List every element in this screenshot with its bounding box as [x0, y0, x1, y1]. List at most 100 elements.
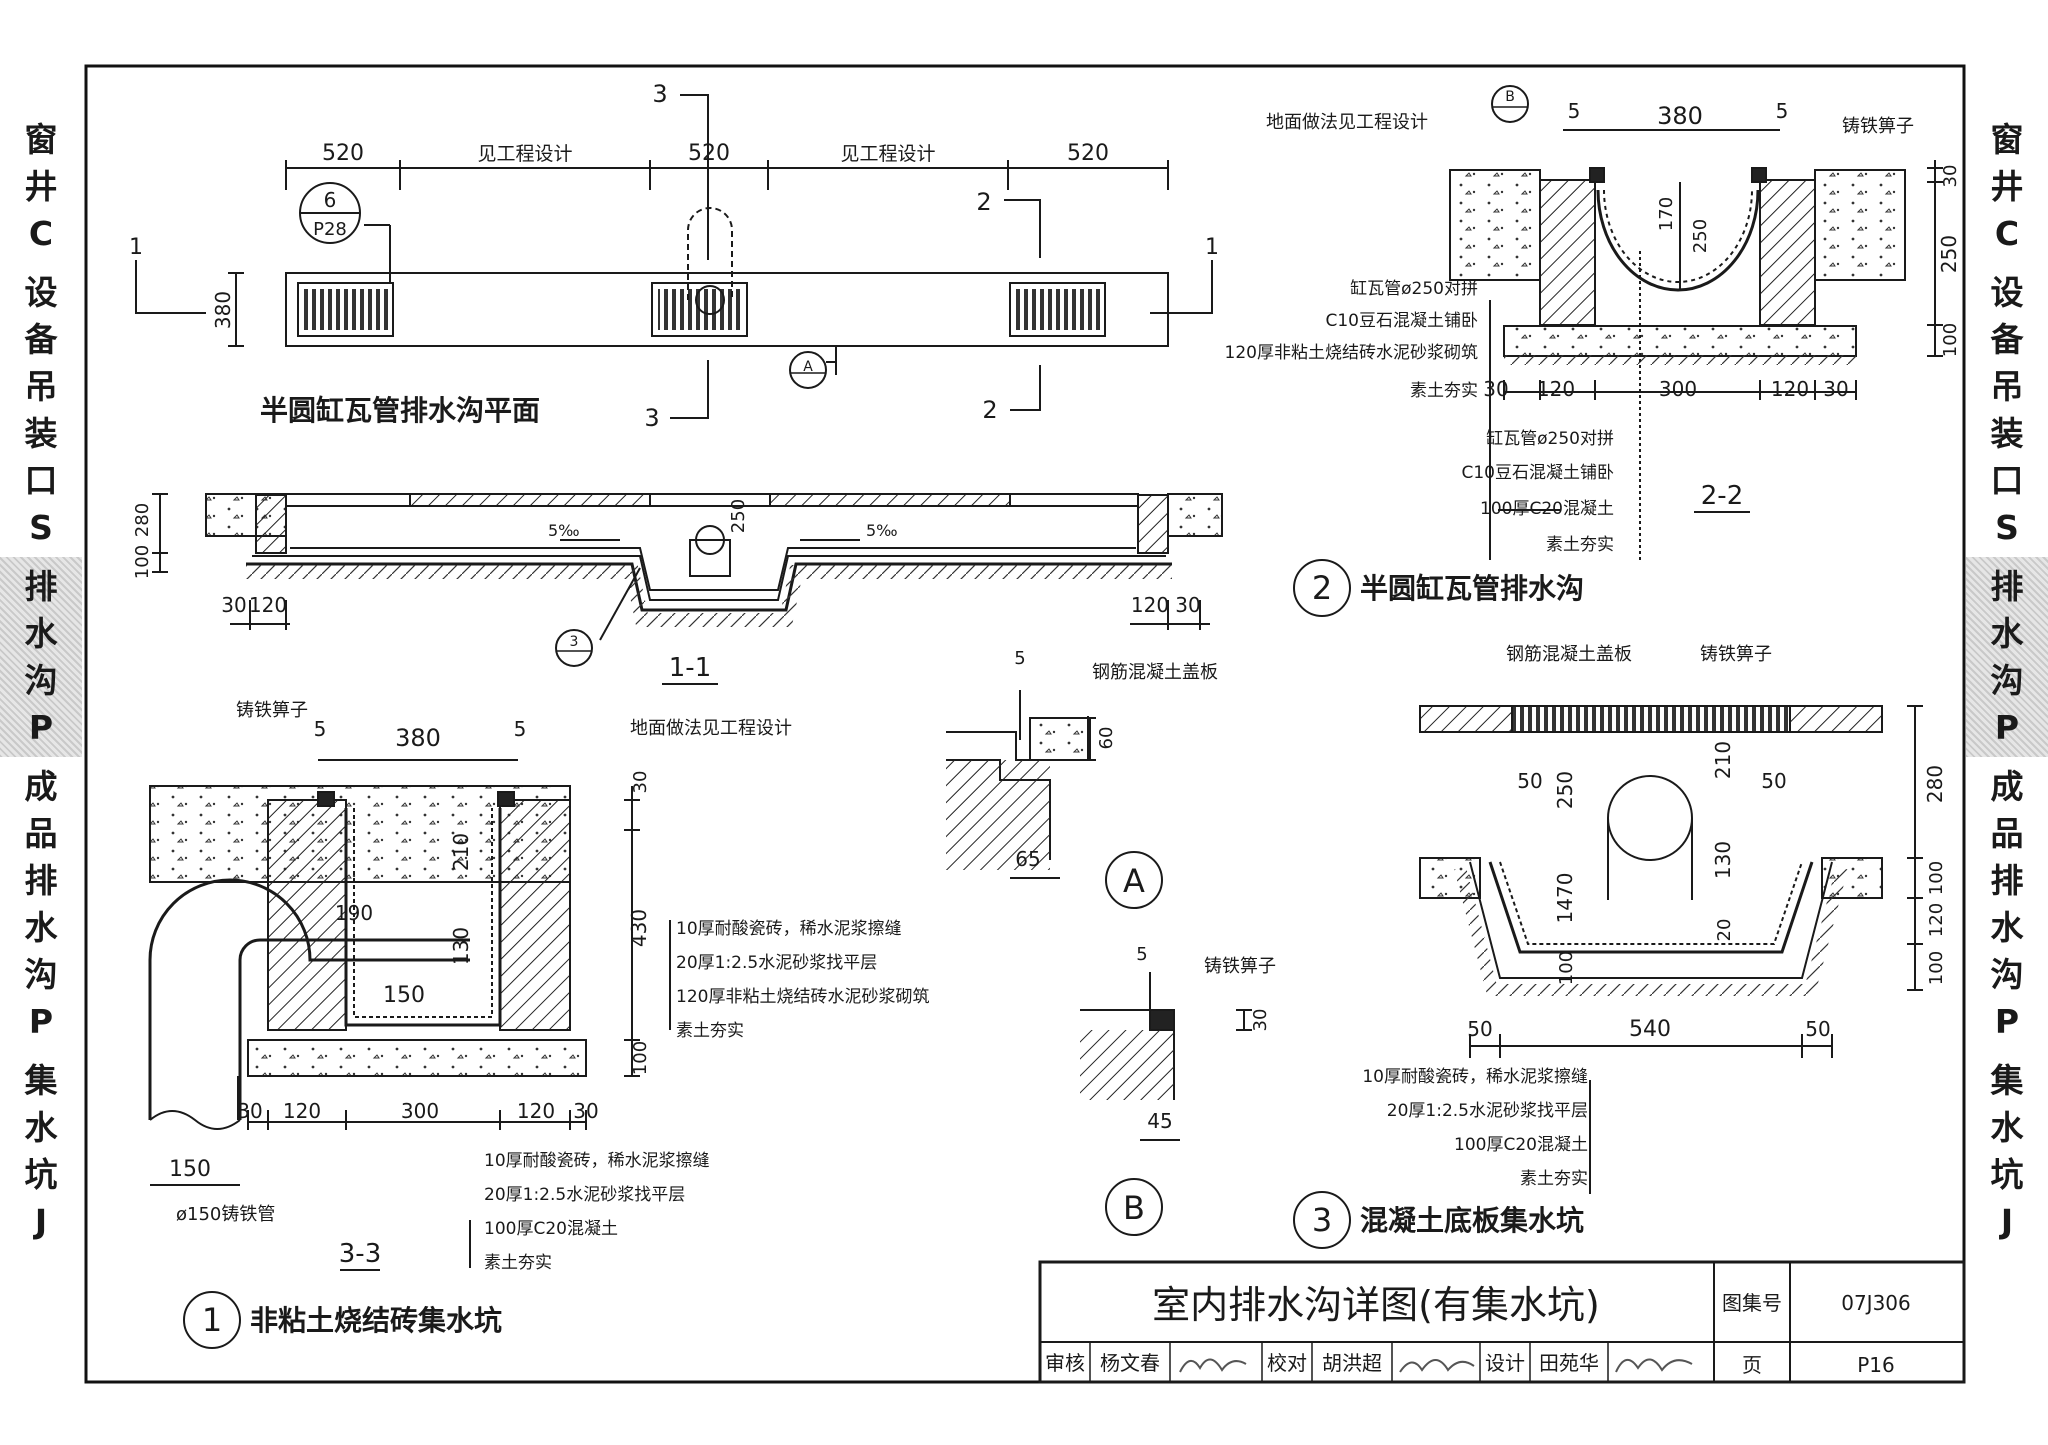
- sec22-label: 2-2: [1701, 481, 1743, 511]
- detail3-dim-130: 130: [1711, 841, 1735, 879]
- plan-dim-5: 520: [1067, 141, 1109, 166]
- detail3-note-3: 100厚C20混凝土: [1454, 1135, 1588, 1155]
- sec33-note-bottom-2: 20厚1:2.5水泥砂浆找平层: [484, 1185, 685, 1205]
- detail3-note-2: 20厚1:2.5水泥砂浆找平层: [1387, 1101, 1588, 1121]
- sidebar-char: 集: [24, 1061, 58, 1100]
- check-label: 校对: [1267, 1351, 1307, 1375]
- plan-dim-2: 见工程设计: [477, 143, 572, 165]
- sidebar-char: 设: [24, 273, 58, 312]
- sheet-frame: [84, 64, 1966, 1384]
- page-label: 页: [1742, 1353, 1762, 1377]
- plan-sec2-top: 2: [976, 188, 991, 216]
- section-1-1-callout: [555, 629, 593, 667]
- detail3-dim-bottom-2: 540: [1629, 1017, 1671, 1042]
- detail3-dim-280: 280: [1923, 765, 1947, 803]
- sec11-dim-280: 280: [132, 503, 153, 537]
- detail-a-bubble: [1105, 851, 1163, 909]
- sec33-note-right-1: 10厚耐酸瓷砖，稀水泥浆擦缝: [676, 919, 902, 939]
- detail-a-label: A: [1123, 862, 1145, 900]
- sec11-label: 1-1: [669, 653, 711, 683]
- detail3-dim-50-left: 50: [1517, 769, 1542, 793]
- sidebar-char: 水: [1990, 908, 2024, 947]
- detail3-title: 混凝土底板集水坑: [1360, 1204, 1584, 1237]
- sidebar-char: C: [1994, 214, 2020, 253]
- sec33-dim-210: 210: [449, 833, 473, 871]
- sec33-dim-bottom-4: 120: [517, 1099, 555, 1123]
- plan-callout-a: [789, 351, 827, 389]
- sidebar-char: 装: [24, 414, 58, 453]
- sidebar-char: 井: [24, 167, 58, 206]
- sec33-dim-30: 30: [630, 771, 651, 794]
- sec33-dim-380: 380: [395, 724, 441, 752]
- detail3-dim-250: 250: [1553, 771, 1577, 809]
- plan-ref-page: P28: [313, 219, 347, 240]
- sidebar-char: 装: [1990, 414, 2024, 453]
- section-3-3: [148, 759, 671, 1271]
- sec22-note-lower-4: 素土夯实: [1546, 535, 1614, 555]
- sec11-dim-100: 100: [132, 545, 153, 579]
- sidebar-char: 设: [1990, 273, 2024, 312]
- page-number: P16: [1857, 1353, 1895, 1377]
- sec22-note-upper-4: 素土夯实: [1410, 381, 1478, 401]
- sec11-dim-120-left: 120: [249, 593, 287, 617]
- sidebar-char: P: [1994, 1002, 2020, 1041]
- sec33-note-right-4: 素土夯实: [676, 1021, 744, 1041]
- sec22-dim-30: 30: [1940, 165, 1961, 188]
- check-signature: [1399, 1359, 1475, 1373]
- detail3-dim-100-left: 100: [1556, 951, 1577, 985]
- detail3-note-1: 10厚耐酸瓷砖，稀水泥浆擦缝: [1362, 1067, 1588, 1087]
- sidebar-char: 窗: [1990, 120, 2024, 159]
- sec22-note-lower-1: 缸瓦管ø250对拼: [1486, 428, 1614, 449]
- sidebar-char: 吊: [1990, 367, 2024, 406]
- section-2-2-callout-b: [1491, 85, 1529, 123]
- sec33-dim-bottom-5: 30: [573, 1099, 598, 1123]
- plan-ref-num: 6: [324, 188, 337, 212]
- sidebar-char: S: [29, 508, 53, 547]
- plan-dim-3: 520: [688, 141, 730, 166]
- sec33-pipe-dim: 150: [169, 1157, 211, 1182]
- detail3-grate-note: 铸铁箅子: [1700, 644, 1772, 665]
- sec33-note-right-3: 120厚非粘土烧结砖水泥砂浆砌筑: [676, 987, 929, 1007]
- sec33-dim-5-right: 5: [514, 717, 527, 741]
- sec11-dim-30-right: 30: [1175, 593, 1200, 617]
- sidebar-char: 排: [24, 567, 58, 606]
- sec22-dim-380: 380: [1657, 102, 1703, 130]
- sec22-dim-bottom-4: 120: [1771, 377, 1809, 401]
- detail-a-dim-5: 5: [1014, 648, 1025, 669]
- detail-a-note: 钢筋混凝土盖板: [1092, 662, 1218, 683]
- detail-b-bubble: [1105, 1178, 1163, 1236]
- detail3-dim-50-right-inner: 50: [1761, 769, 1786, 793]
- sec33-dim-150-inner: 150: [383, 983, 425, 1008]
- sec22-title: 半圆缸瓦管排水沟: [1360, 572, 1584, 605]
- section-3-3-title-bubble: [183, 1291, 241, 1349]
- detail3-dim-100-b: 100: [1926, 951, 1947, 985]
- sec33-title: 非粘土烧结砖集水坑: [250, 1304, 502, 1337]
- detail-b: [1080, 972, 1252, 1141]
- sidebar-char: P: [1994, 708, 2020, 747]
- sec11-dim-250: 250: [728, 499, 749, 533]
- sec33-dim-5-left: 5: [314, 717, 327, 741]
- detail3-dim-1470: 1470: [1553, 873, 1577, 924]
- sec22-dim-bottom-5: 30: [1823, 377, 1848, 401]
- sec22-dim-250-side: 250: [1937, 235, 1961, 273]
- sec33-note-bottom-3: 100厚C20混凝土: [484, 1219, 618, 1239]
- plan-width-dim: 380: [211, 291, 235, 329]
- sidebar-char: 水: [1990, 1108, 2024, 1147]
- design-name: 田苑华: [1539, 1351, 1599, 1375]
- sidebar-char: 口: [24, 461, 58, 500]
- plan-sec2-bottom: 2: [982, 396, 997, 424]
- sidebar-char: 成: [1990, 767, 2024, 806]
- sec33-dim-130: 130: [449, 927, 473, 965]
- sec22-note-upper-3: 120厚非粘土烧结砖水泥砂浆砌筑: [1225, 343, 1478, 363]
- plan-dim-4: 见工程设计: [840, 143, 935, 165]
- review-name: 杨文春: [1100, 1351, 1160, 1375]
- plan-sec1-right: 1: [1205, 235, 1219, 260]
